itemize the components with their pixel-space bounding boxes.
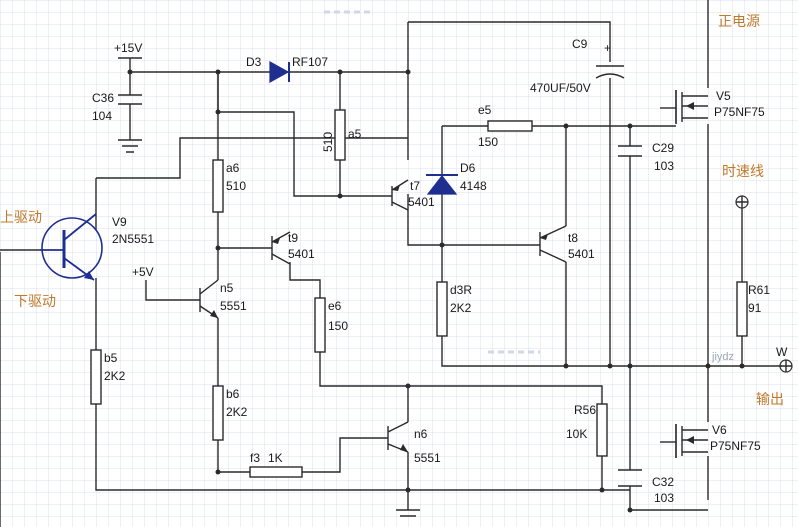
dashed-marks xyxy=(324,10,540,354)
v9-ref: V9 xyxy=(112,215,127,229)
pos-supply-label: 正电源 xyxy=(718,13,760,29)
n6-value: 5551 xyxy=(414,451,441,465)
lower-drive-label: 下驱动 xyxy=(14,293,56,309)
terminal-speed-line xyxy=(735,195,749,209)
c29-ref: C29 xyxy=(652,141,674,155)
r56-ref: R56 xyxy=(574,403,596,417)
resistor-f3 xyxy=(249,466,303,478)
c36-ref: C36 xyxy=(92,91,114,105)
capacitor-c32 xyxy=(618,469,642,487)
speed-line-label: 时速线 xyxy=(722,163,764,179)
watermark-text: jiydz xyxy=(711,351,734,363)
resistor-e5 xyxy=(487,120,533,132)
n6-ref: n6 xyxy=(414,427,428,441)
v5-value: P75NF75 xyxy=(714,105,765,119)
resistor-r56 xyxy=(596,403,608,457)
c9-value: 470UF/50V xyxy=(530,81,591,95)
capacitor-c29 xyxy=(618,145,642,157)
b6-ref: b6 xyxy=(226,387,240,401)
diode-d6 xyxy=(426,174,458,195)
terminal-w-label: W xyxy=(776,345,788,359)
n5-value: 5551 xyxy=(220,299,247,313)
d3-value: RF107 xyxy=(292,55,328,69)
d3-ref: D3 xyxy=(246,55,262,69)
upper-drive-label: 上驱动 xyxy=(0,209,42,225)
terminal-output xyxy=(779,359,793,373)
transistor-t8 xyxy=(539,225,567,263)
t8-value: 5401 xyxy=(568,247,595,261)
transistor-n6 xyxy=(387,421,409,453)
c9-ref: C9 xyxy=(572,37,588,51)
transistor-v9 xyxy=(40,213,103,281)
r61-value: 91 xyxy=(748,301,762,315)
supply-15v-label: +15V xyxy=(114,41,142,55)
v6-ref: V6 xyxy=(712,423,727,437)
r56-value: 10K xyxy=(566,427,587,441)
resistor-d3r xyxy=(436,281,448,337)
v5-ref: V5 xyxy=(716,89,731,103)
d6-value: 4148 xyxy=(460,179,487,193)
supply-5v-label: +5V xyxy=(132,265,154,279)
mosfet-v5 xyxy=(660,90,708,124)
resistor-b5 xyxy=(90,349,102,405)
resistor-e6 xyxy=(314,297,326,353)
capacitor-c9 xyxy=(595,65,625,79)
b6-value: 2K2 xyxy=(226,405,248,419)
junction-dots xyxy=(127,69,745,513)
v9-value: 2N5551 xyxy=(112,232,154,246)
t7-value: 5401 xyxy=(408,195,435,209)
d3r-value: 2K2 xyxy=(450,301,472,315)
d6-ref: D6 xyxy=(460,161,476,175)
transistor-t9 xyxy=(271,231,291,265)
resistor-a6 xyxy=(212,159,224,213)
resistor-a5 xyxy=(334,109,346,161)
mosfet-v6 xyxy=(660,424,708,458)
v6-value: P75NF75 xyxy=(710,439,761,453)
r61-ref: R61 xyxy=(748,283,770,297)
a5-ref: a5 xyxy=(348,127,362,141)
t9-ref: t9 xyxy=(288,231,298,245)
c32-ref: C32 xyxy=(652,475,674,489)
resistor-b6 xyxy=(212,385,224,441)
e5-value: 150 xyxy=(478,135,498,149)
resistor-r61 xyxy=(736,281,748,337)
d3r-ref: d3R xyxy=(450,283,472,297)
f3-ref: f3 xyxy=(250,451,260,465)
n5-ref: n5 xyxy=(220,281,234,295)
t8-ref: t8 xyxy=(568,231,578,245)
capacitor-c36 xyxy=(118,94,142,105)
t9-value: 5401 xyxy=(288,247,315,261)
transistor-n5 xyxy=(199,279,219,319)
b5-value: 2K2 xyxy=(104,369,126,383)
a5-value: 510 xyxy=(321,132,335,152)
c29-value: 103 xyxy=(654,159,674,173)
e6-ref: e6 xyxy=(328,299,342,313)
c36-value: 104 xyxy=(92,109,112,123)
e6-value: 150 xyxy=(328,319,348,333)
transistor-t7 xyxy=(391,179,409,211)
c9-polarity: + xyxy=(604,41,611,55)
a6-value: 510 xyxy=(226,179,246,193)
output-label: 输出 xyxy=(756,391,784,407)
b5-ref: b5 xyxy=(104,351,118,365)
t7-ref: t7 xyxy=(410,179,420,193)
a6-ref: a6 xyxy=(226,161,240,175)
diode-d3 xyxy=(269,60,290,84)
c32-value: 103 xyxy=(654,491,674,505)
f3-value: 1K xyxy=(268,451,283,465)
e5-ref: e5 xyxy=(478,103,492,117)
